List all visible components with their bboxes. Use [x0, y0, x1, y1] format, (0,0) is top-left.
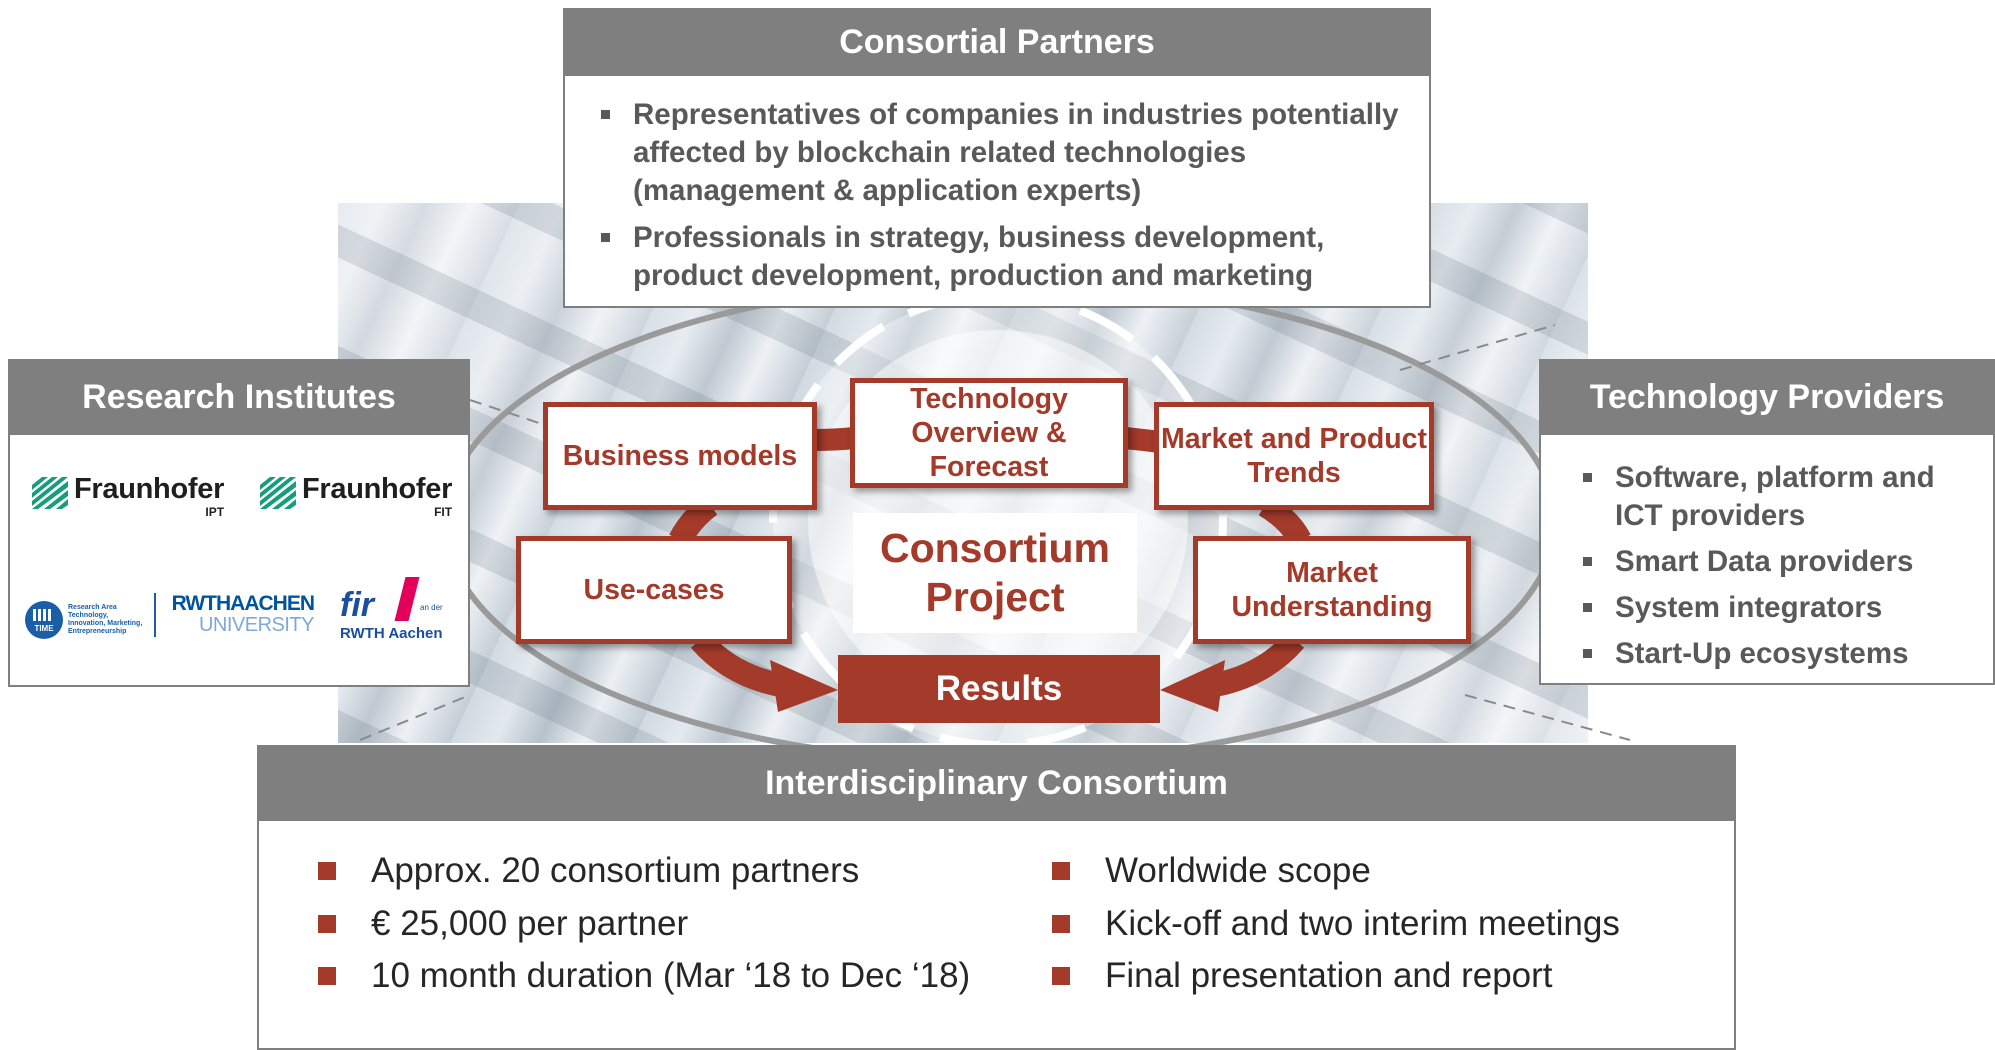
technology-providers-body: Software, platform and ICT providers Sma… [1539, 435, 1995, 685]
technology-providers-panel: Technology Providers Software, platform … [1539, 359, 1995, 685]
rwth-logo: RWTHAACHEN UNIVERSITY [164, 592, 315, 636]
fraunhofer-fit-logo: Fraunhofer FIT [260, 473, 452, 519]
fraunhofer-fit-sub: FIT [434, 505, 453, 519]
consortium-facts-left: Approx. 20 consortium partners € 25,000 … [317, 851, 971, 1009]
market-understanding-box: Market Understanding [1193, 536, 1471, 644]
fraunhofer-fit-name: Fraunhofer [302, 473, 453, 505]
list-item: System integrators [1583, 589, 1983, 627]
fraunhofer-ipt-logo: Fraunhofer IPT [32, 473, 224, 519]
time-line-4: Entrepreneurship [68, 628, 127, 635]
list-item: Final presentation and report [1052, 956, 1620, 996]
business-models-box: Business models [543, 402, 817, 510]
rwth-line-2: UNIVERSITY [198, 614, 315, 636]
logo-divider [154, 593, 156, 637]
fraunhofer-ipt-name: Fraunhofer [74, 473, 225, 505]
fraunhofer-icon [32, 477, 68, 509]
research-institutes-title: Research Institutes [8, 359, 470, 435]
list-item: 10 month duration (Mar ‘18 to Dec ‘18) [317, 956, 971, 995]
research-institutes-panel: Research Institutes Fraunhofer IPT [8, 359, 470, 687]
fir-mark: fir [340, 586, 374, 624]
consortium-project-label: Consortium Project [853, 513, 1137, 633]
interdisciplinary-consortium-panel: Interdisciplinary Consortium Approx. 20 … [257, 745, 1736, 1050]
time-logo: TIME Research Area Technology, Innovatio… [24, 595, 154, 645]
list-item: Smart Data providers [1583, 543, 1983, 581]
time-icon: TIME [25, 601, 63, 639]
rwth-line-1: RWTHAACHEN [171, 592, 315, 615]
consortial-partners-body: Representatives of companies in industri… [563, 76, 1431, 308]
fraunhofer-ipt-sub: IPT [205, 505, 225, 519]
list-item: Professionals in strategy, business deve… [601, 219, 1401, 295]
fraunhofer-icon [260, 477, 296, 509]
time-line-2: Technology, [68, 612, 109, 619]
list-item: € 25,000 per partner [317, 904, 970, 944]
technology-providers-title: Technology Providers [1539, 359, 1995, 435]
consortial-partners-list: Representatives of companies in industri… [601, 96, 1401, 295]
technology-providers-list: Software, platform and ICT providers Sma… [1583, 459, 1983, 673]
list-item: Software, platform and ICT providers [1583, 459, 1983, 535]
list-item: Kick-off and two interim meetings [1052, 903, 1620, 943]
list-item: Representatives of companies in industri… [601, 96, 1401, 210]
fir-rwth: RWTH Aachen [340, 625, 443, 642]
interdisciplinary-consortium-title: Interdisciplinary Consortium [257, 745, 1736, 821]
time-line-3: Innovation, Marketing, [68, 620, 143, 627]
use-cases-box: Use-cases [516, 536, 792, 644]
market-trends-box: Market and Product Trends [1154, 402, 1434, 510]
list-item: Approx. 20 consortium partners [317, 851, 970, 891]
fir-bar [394, 577, 420, 621]
research-institutes-logos: Fraunhofer IPT Fraunhofer FIT [8, 435, 470, 687]
consortium-facts-right: Worldwide scope Kick-off and two interim… [1052, 851, 1620, 1009]
fir-logo: fir an der RWTH Aachen [334, 577, 454, 647]
center-line-2: Project [925, 574, 1065, 620]
time-mark-text: TIME [34, 624, 54, 633]
interdisciplinary-consortium-body: Approx. 20 consortium partners € 25,000 … [257, 821, 1736, 1050]
technology-overview-box: Technology Overview & Forecast [850, 378, 1128, 488]
fir-an-der: an der [420, 603, 443, 612]
results-box: Results [838, 655, 1160, 723]
list-item: Start-Up ecosystems [1583, 635, 1983, 673]
list-item: Worldwide scope [1052, 851, 1620, 891]
consortial-partners-panel: Consortial Partners Representatives of c… [563, 8, 1431, 308]
time-line-1: Research Area [68, 604, 117, 611]
center-line-1: Consortium [879, 525, 1111, 571]
consortial-partners-title: Consortial Partners [563, 8, 1431, 76]
